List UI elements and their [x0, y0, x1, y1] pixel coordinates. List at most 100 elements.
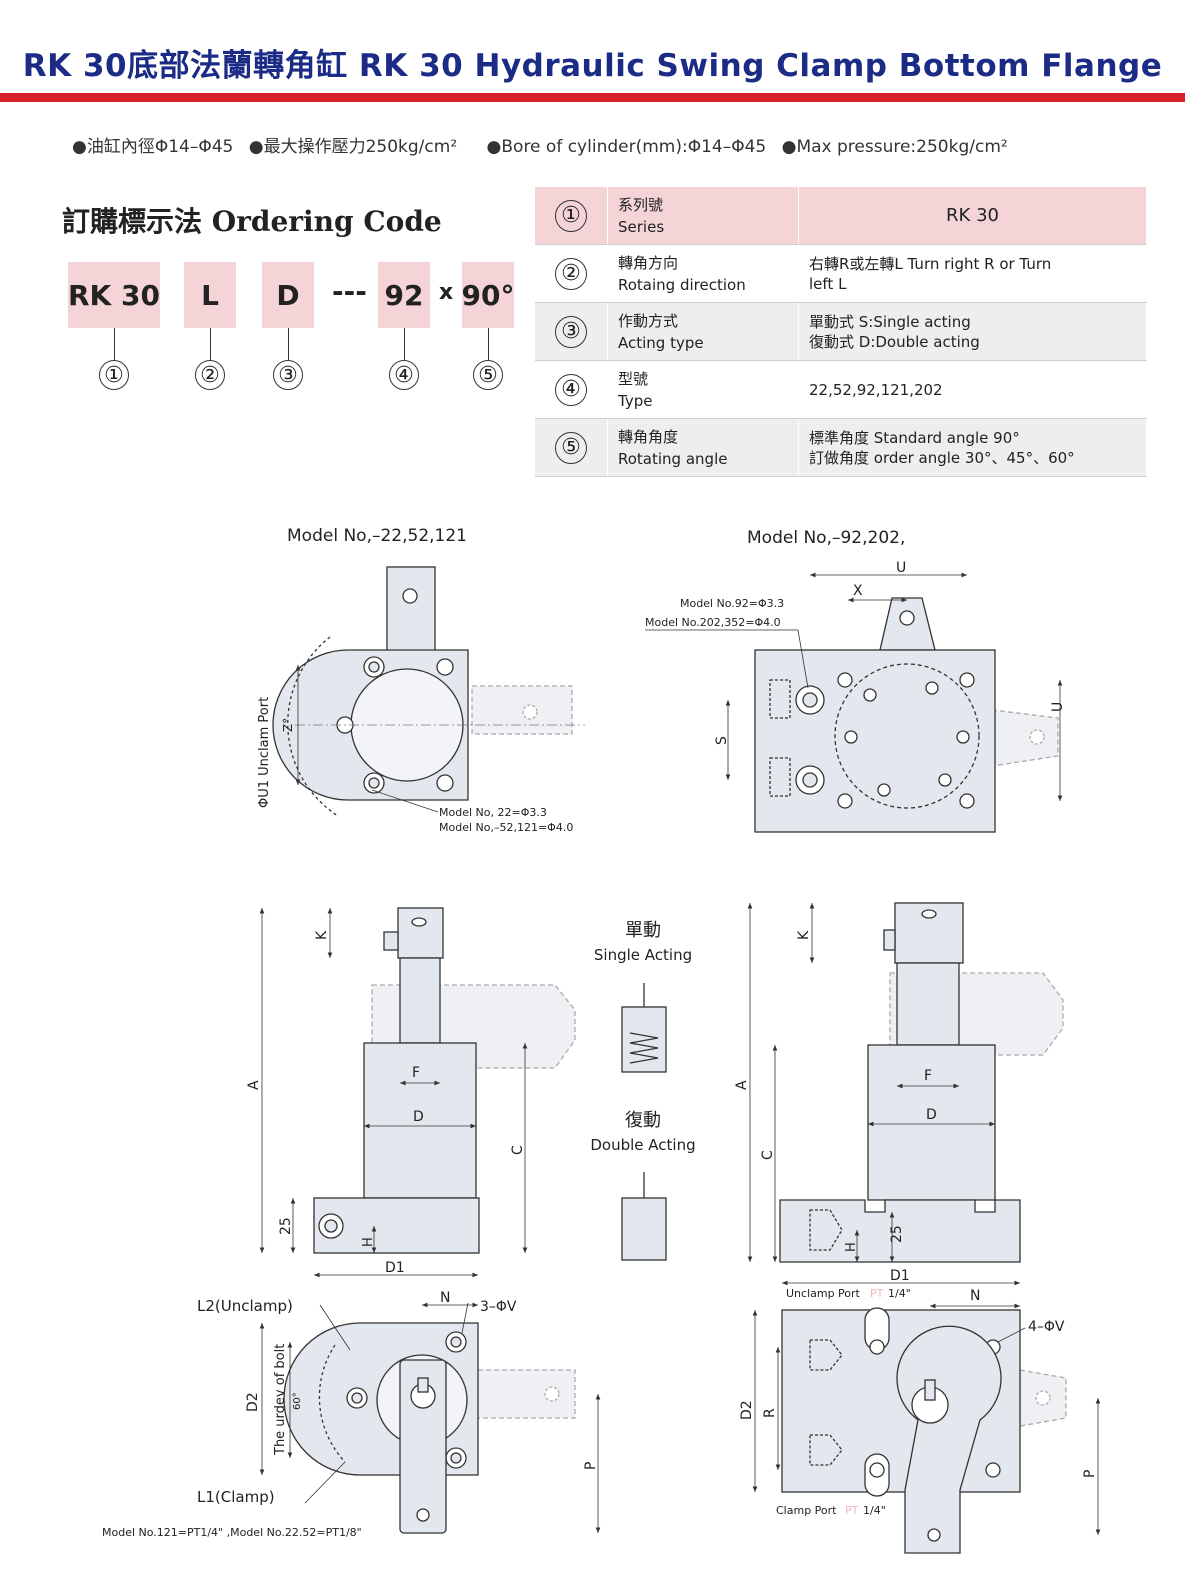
dim-f: F: [412, 1065, 420, 1081]
single-acting-cn: 單動: [625, 920, 661, 941]
row-name-en: Series: [618, 217, 665, 236]
spec-line: ●油缸內徑Φ14–Φ45 ●最大操作壓力250kg/cm² ●Bore of c…: [72, 132, 1018, 157]
top-left-plan-view: [272, 566, 585, 817]
row-name-cn: 轉角角度: [618, 427, 679, 446]
row-name-cn: 作動方式: [618, 311, 679, 330]
dim-25: 25: [278, 1217, 294, 1235]
row-value: 22,52,92,121,202: [809, 380, 943, 399]
dim-h: H: [844, 1242, 859, 1252]
dim-d1: D1: [385, 1260, 405, 1276]
dim-p: P: [1082, 1470, 1098, 1478]
dim-k: K: [314, 930, 330, 940]
row-value: 單動式 S:Single acting: [809, 312, 971, 331]
double-acting-cn: 復動: [625, 1110, 661, 1131]
note-left-2: Model No,–52,121=Φ4.0: [439, 821, 573, 834]
dim-h: H: [361, 1237, 376, 1247]
code-number-4: ④: [389, 360, 419, 390]
dim-d2: D2: [739, 1400, 755, 1420]
dim-n: N: [440, 1290, 450, 1306]
dim-d: D: [413, 1109, 424, 1125]
dim-60: 60°: [292, 1392, 303, 1410]
dim-25: 25: [889, 1225, 905, 1243]
row-name-cn: 型號: [618, 369, 649, 388]
code-stem: [210, 328, 211, 360]
l1-clamp-label: L1(Clamp): [197, 1488, 275, 1506]
note-right-2: Model No.202,352=Φ4.0: [645, 616, 781, 629]
dim-p: P: [583, 1462, 599, 1470]
dim-u-side: U: [1050, 702, 1066, 712]
bottom-left-flange-view: [283, 1322, 576, 1534]
row-value-2: 訂做角度 order angle 30°、45°、60°: [809, 448, 1075, 467]
dimension-lines: [259, 572, 1101, 1535]
code-part-acting: D: [262, 262, 314, 328]
double-acting-symbol: [621, 1172, 667, 1261]
clamp-port-pt: PT: [845, 1504, 859, 1517]
dim-a: A: [734, 1080, 750, 1090]
note-right-1: Model No.92=Φ3.3: [680, 597, 784, 610]
bottom-note: Model No.121=PT1/4" ,Model No.22.52=PT1/…: [102, 1526, 362, 1539]
unclam-port-label: ΦU1 Unclam Port: [257, 697, 272, 808]
dim-c: C: [510, 1145, 526, 1155]
model-label-right: Model No,–92,202,: [747, 528, 905, 548]
spec-bore-en: ●Bore of cylinder(mm):Φ14–Φ45: [486, 137, 767, 157]
code-part-series: RK 30: [68, 262, 160, 328]
dim-k: K: [796, 930, 812, 940]
double-acting-en: Double Acting: [590, 1136, 695, 1154]
code-number-5: ⑤: [473, 360, 503, 390]
middle-left-side-view: [313, 907, 576, 1254]
single-acting-symbol: [621, 983, 667, 1073]
top-right-plan-view: [754, 597, 1059, 833]
dim-a: A: [246, 1080, 262, 1090]
title-underline: [0, 93, 1185, 102]
row-value: 右轉R或左轉L Turn right R or Turn: [809, 254, 1052, 273]
phi-4v: 4–ΦV: [1028, 1319, 1065, 1335]
middle-right-side-view: [779, 902, 1064, 1263]
dim-s: S: [714, 736, 730, 745]
dim-x: X: [853, 583, 863, 599]
row-name-cn: 轉角方向: [618, 253, 679, 272]
code-part-direction: L: [184, 262, 236, 328]
model-label-left: Model No,–22,52,121: [287, 526, 467, 546]
phi-3v: 3–ΦV: [480, 1299, 517, 1315]
code-stem: [288, 328, 289, 360]
code-stem: [488, 328, 489, 360]
bolt-label: The urdev of bolt: [273, 1344, 288, 1456]
spec-pressure-cn: ●最大操作壓力250kg/cm²: [248, 137, 458, 157]
unclamp-port-label: Unclamp Port: [786, 1287, 861, 1300]
bottom-right-flange-view: [781, 1307, 1067, 1554]
code-times: x: [439, 280, 454, 305]
dim-d2: D2: [245, 1392, 261, 1412]
table-row: ① 系列號 Series RK 30: [535, 187, 1147, 245]
dim-d1: D1: [890, 1268, 910, 1284]
row-name-en: Rotating angle: [618, 449, 728, 468]
dim-d: D: [926, 1107, 937, 1123]
spec-bore-cn: ●油缸內徑Φ14–Φ45: [72, 137, 234, 157]
row-value-2: 復動式 D:Double acting: [809, 332, 980, 351]
clamp-port-label: Clamp Port: [776, 1504, 837, 1517]
code-stem: [404, 328, 405, 360]
code-part-type: 92: [378, 262, 430, 328]
dim-u-top: U: [896, 560, 906, 576]
l2-unclamp-label: L2(Unclamp): [197, 1297, 293, 1315]
code-separator: ---: [332, 275, 367, 308]
dim-n: N: [970, 1288, 980, 1304]
row-value: RK 30: [946, 204, 999, 226]
dim-f: F: [924, 1068, 932, 1084]
unclamp-port-pt: PT: [870, 1287, 884, 1300]
single-acting-en: Single Acting: [594, 946, 692, 964]
row-name-cn: 系列號: [618, 195, 664, 214]
drawing-labels: Model No,–22,52,121 Model No,–92,202, Mo…: [102, 526, 1098, 1539]
row-number: ①: [555, 199, 587, 232]
row-value-2: left L: [809, 274, 847, 293]
code-part-angle: 90°: [462, 262, 514, 328]
clamp-port-size: 1/4": [863, 1504, 886, 1517]
z-angle-label: Z°: [281, 718, 295, 732]
code-number-2: ②: [195, 360, 225, 390]
dim-c: C: [760, 1150, 776, 1160]
dim-r: R: [762, 1408, 778, 1418]
